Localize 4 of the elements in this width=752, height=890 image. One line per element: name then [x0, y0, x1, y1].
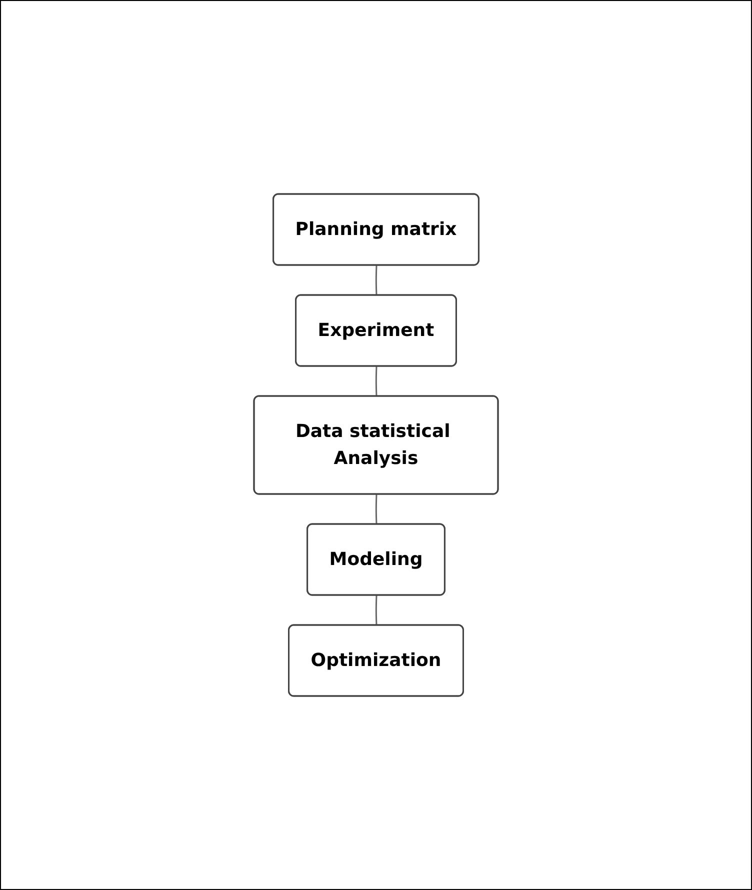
connector: [375, 366, 378, 397]
connector: [375, 595, 378, 626]
connector: [375, 494, 378, 525]
connector: [375, 265, 378, 296]
